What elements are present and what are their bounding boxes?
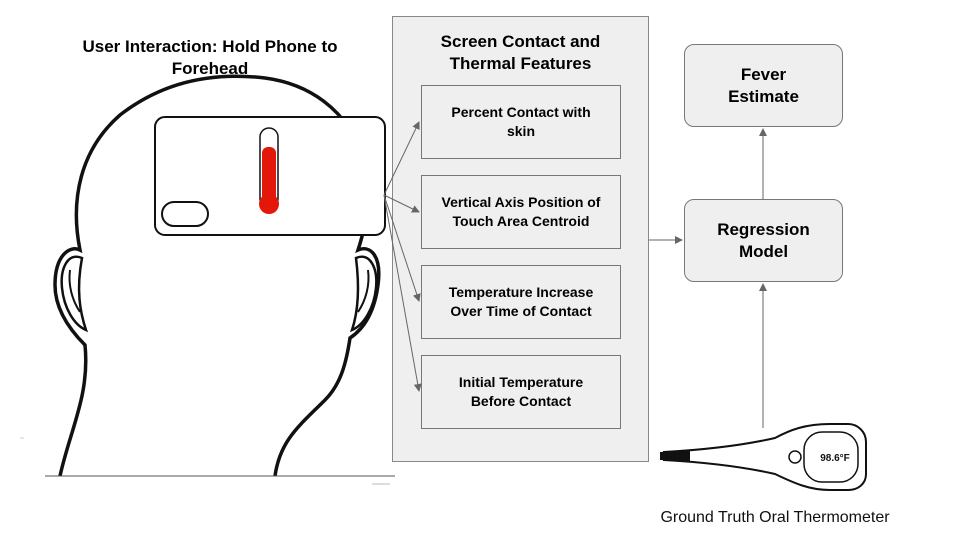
regression-model-line2: Model xyxy=(738,241,789,261)
interaction-title: User Interaction: Hold Phone to Forehead xyxy=(40,36,380,80)
arrow-phone-to-feature-2 xyxy=(383,194,420,213)
thermometer-caption: Ground Truth Oral Thermometer xyxy=(660,509,890,526)
feature-label-line1: Temperature Increase xyxy=(448,284,594,300)
feature-centroid-position: Vertical Axis Position of Touch Area Cent… xyxy=(421,175,621,249)
feature-label-line2: Touch Area Centroid xyxy=(452,213,590,229)
arrow-phone-to-feature-1 xyxy=(383,121,420,196)
features-panel-title-line2: Thermal Features xyxy=(449,54,592,73)
feature-label-line2: Before Contact xyxy=(470,393,572,409)
regression-model-line1: Regression xyxy=(717,219,810,239)
features-panel-title: Screen Contact and Thermal Features xyxy=(393,31,648,75)
phone-button xyxy=(161,201,209,227)
feature-percent-contact: Percent Contact with skin xyxy=(421,85,621,159)
feature-label-line1: Vertical Axis Position of xyxy=(441,194,601,210)
fever-estimate-line1: Fever xyxy=(740,64,787,84)
arrow-phone-to-feature-4 xyxy=(383,194,422,392)
features-panel: Screen Contact and Thermal Features Perc… xyxy=(392,16,649,462)
interaction-title-line1: User Interaction: Hold Phone to xyxy=(82,37,338,56)
feature-label-line2: Over Time of Contact xyxy=(450,303,592,319)
feature-label-line1: Percent Contact with xyxy=(451,104,591,120)
arrow-phone-to-feature-3 xyxy=(383,194,421,302)
feature-label-line1: Initial Temperature xyxy=(458,374,584,390)
fever-estimate-line2: Estimate xyxy=(728,86,799,106)
feature-label-line2: skin xyxy=(506,123,535,139)
interaction-title-line2: Forehead xyxy=(171,59,249,78)
thermometer-reading: 98.6°F xyxy=(820,453,850,464)
phone-thermometer-icon xyxy=(259,127,279,214)
features-panel-title-line1: Screen Contact and xyxy=(440,32,601,51)
